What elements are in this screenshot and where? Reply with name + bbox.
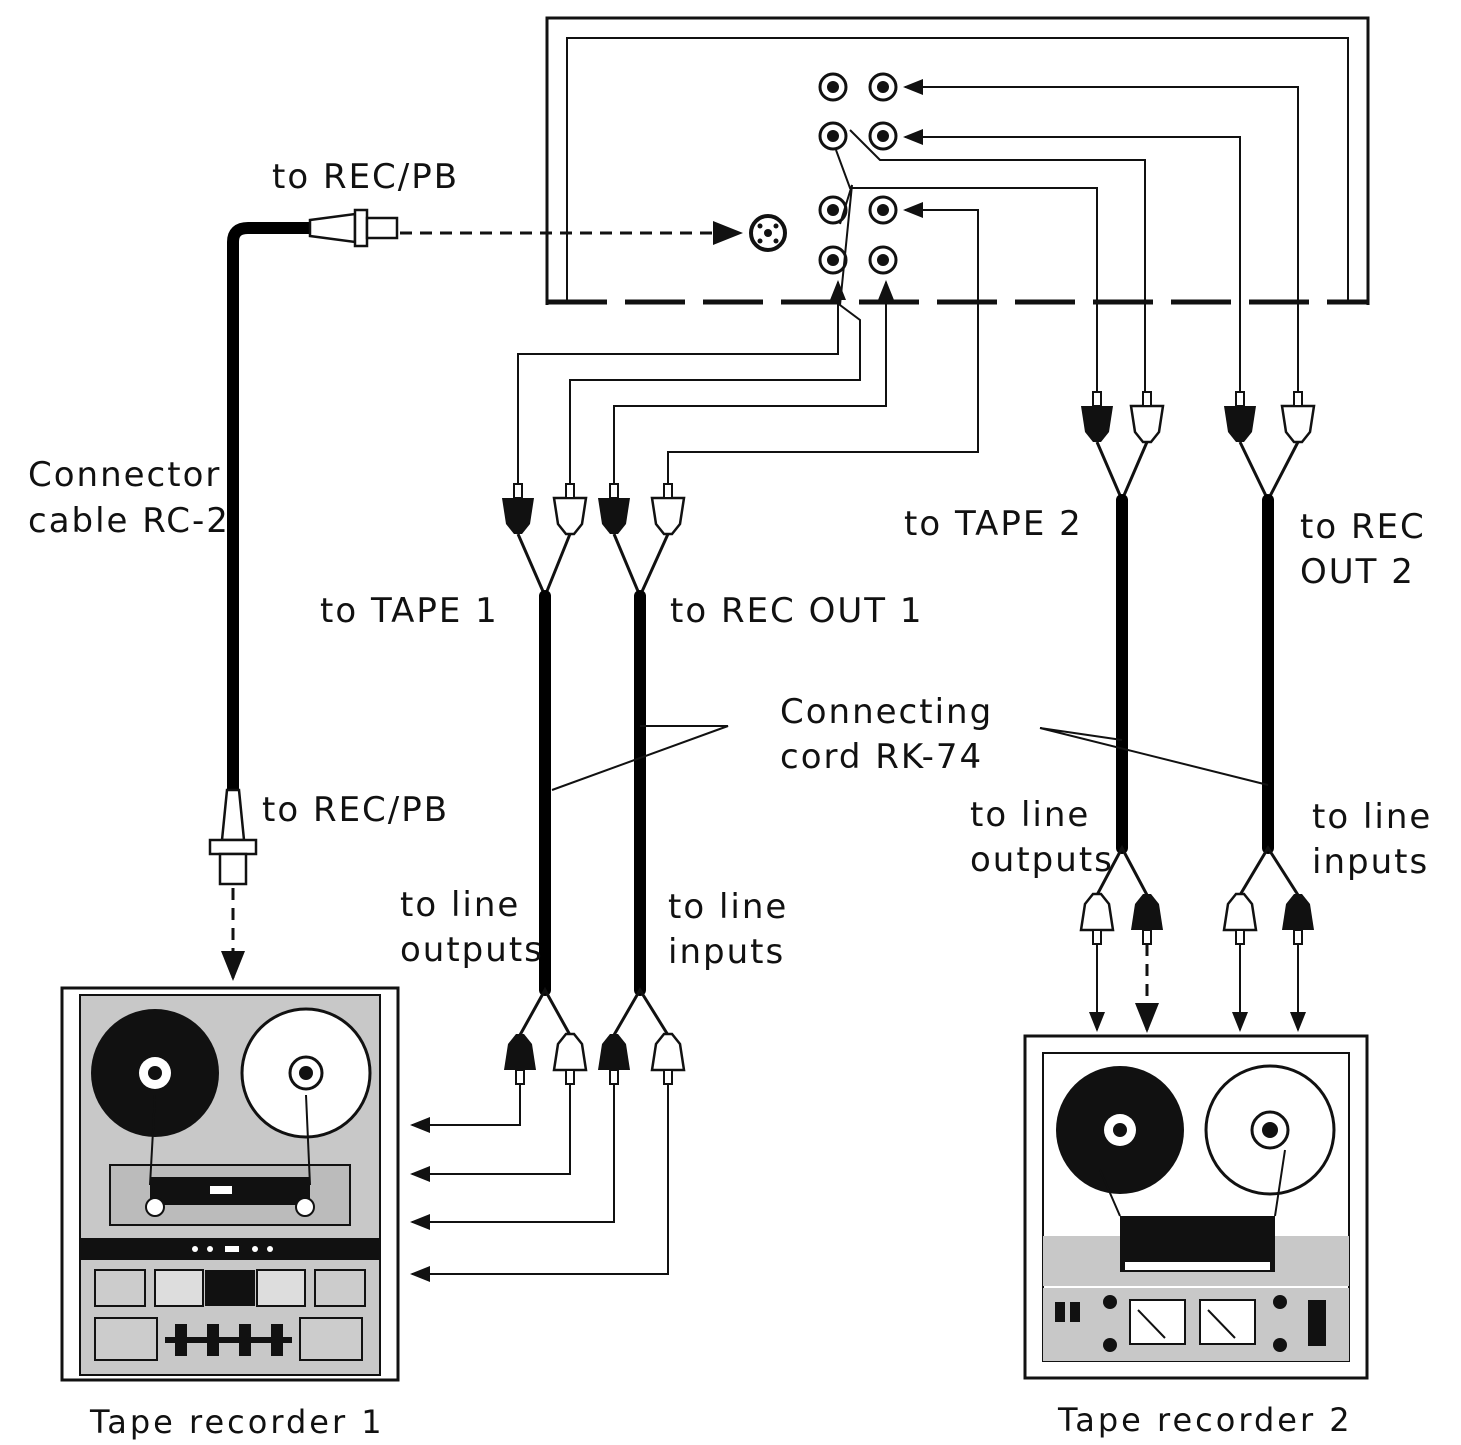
label-connecting-cord-line2: cord RK-74 (780, 737, 984, 777)
din-socket (749, 214, 787, 252)
label-connector-cable-line2: cable RC-2 (28, 501, 230, 541)
label-line-inputs-2a: to line (1312, 797, 1433, 837)
label-line-inputs-1a: to line (668, 887, 789, 927)
label-connector-cable-line1: Connector (28, 455, 222, 495)
label-line-outputs-1a: to line (400, 885, 521, 925)
label-to-tape1: to TAPE 1 (320, 591, 499, 631)
label-to-rec-out2-line2: OUT 2 (1300, 552, 1415, 592)
cord-tape1 (501, 482, 588, 1086)
label-to-tape2: to TAPE 2 (904, 504, 1083, 544)
cord-recout1 (597, 482, 686, 1086)
caption-tape-recorder-2: Tape recorder 2 (1058, 1401, 1353, 1439)
wires-tape2-recout2 (835, 79, 1299, 400)
label-to-rec-out1: to REC OUT 1 (670, 591, 924, 631)
tape-recorder-2 (1023, 1034, 1369, 1380)
cord-tape2 (1079, 390, 1165, 946)
label-rec-pb-top: to REC/PB (272, 157, 460, 197)
panel-jacks (818, 72, 898, 275)
cord-label-pointers (551, 725, 1269, 791)
wires-to-recorder2 (1089, 944, 1306, 1033)
wires-to-recorder1 (410, 1084, 669, 1282)
wires-tape1-recout1 (517, 184, 979, 492)
amplifier-panel (545, 16, 1370, 305)
label-connecting-cord-line1: Connecting (780, 692, 994, 732)
label-line-outputs-1b: outputs (400, 930, 544, 970)
connector-cable-rc2 (208, 208, 743, 981)
label-to-rec-out2-line1: to REC (1300, 507, 1426, 547)
caption-tape-recorder-1: Tape recorder 1 (90, 1403, 385, 1441)
tape-recorder-1 (60, 986, 400, 1382)
label-rec-pb-bottom: to REC/PB (262, 790, 450, 830)
label-line-outputs-2b: outputs (970, 840, 1114, 880)
label-line-outputs-2a: to line (970, 795, 1091, 835)
label-line-inputs-1b: inputs (668, 932, 786, 972)
cord-recout2 (1222, 390, 1316, 946)
label-line-inputs-2b: inputs (1312, 842, 1430, 882)
